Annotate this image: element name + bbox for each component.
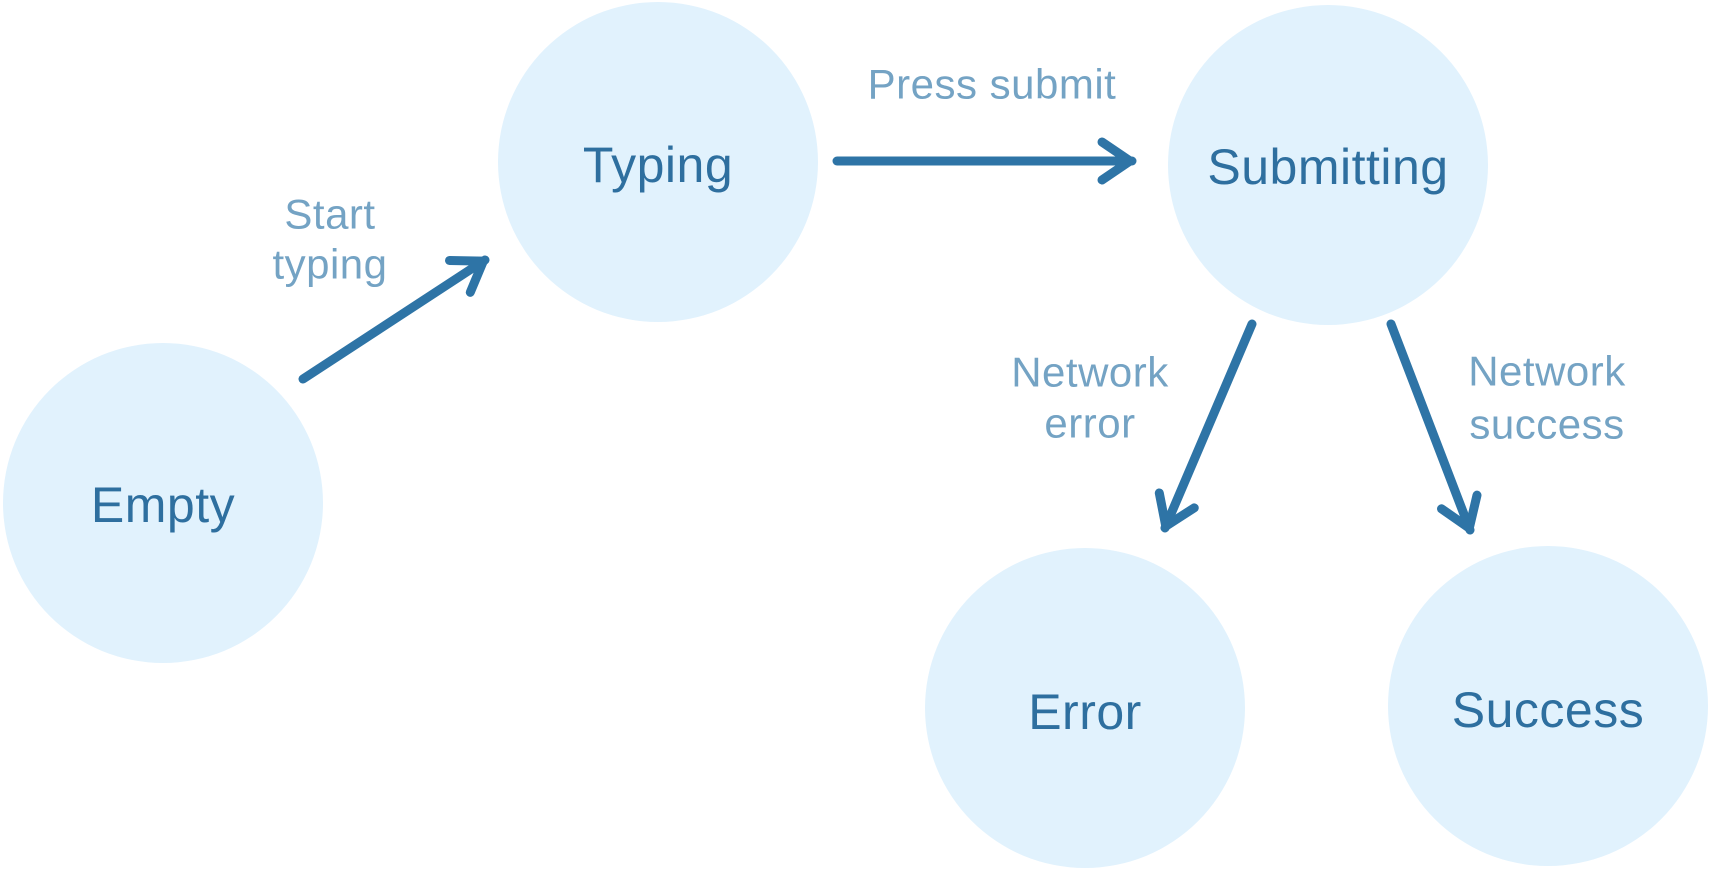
state-node-empty-circle — [3, 343, 323, 663]
state-node-empty: Empty — [3, 343, 323, 663]
edge-label-network-success-line2: success — [1469, 401, 1624, 448]
state-node-typing-circle — [498, 2, 818, 322]
edge-submitting-to-success: Network success — [1386, 319, 1626, 535]
edge-label-start-typing-line1: Start — [284, 191, 375, 238]
edge-label-network-success-line1: Network — [1468, 348, 1626, 395]
state-node-success-circle — [1388, 546, 1708, 866]
edge-submitting-to-error: Network error — [1011, 319, 1257, 533]
state-node-error-circle — [925, 548, 1245, 868]
state-node-success: Success — [1388, 546, 1708, 866]
edge-submitting-to-error-arrow — [1154, 319, 1257, 533]
state-node-empty-label: Empty — [91, 477, 235, 533]
state-node-typing: Typing — [498, 2, 818, 322]
edge-label-press-submit: Press submit — [868, 61, 1117, 108]
edge-label-network-error-line1: Network — [1011, 349, 1169, 396]
edge-label-start-typing-line2: typing — [272, 241, 387, 288]
state-node-submitting-label: Submitting — [1207, 139, 1448, 195]
edge-empty-to-typing-arrow — [298, 255, 490, 384]
edge-typing-to-submitting: Press submit — [832, 61, 1137, 185]
state-node-typing-label: Typing — [583, 137, 733, 193]
state-node-success-label: Success — [1452, 682, 1644, 738]
edge-empty-to-typing: Start typing — [272, 191, 490, 384]
edge-label-network-error-line2: error — [1044, 400, 1135, 447]
state-node-submitting: Submitting — [1168, 5, 1488, 325]
state-node-error-label: Error — [1028, 684, 1142, 740]
state-node-error: Error — [925, 548, 1245, 868]
edge-submitting-to-success-arrow — [1386, 319, 1482, 535]
state-node-submitting-circle — [1168, 5, 1488, 325]
